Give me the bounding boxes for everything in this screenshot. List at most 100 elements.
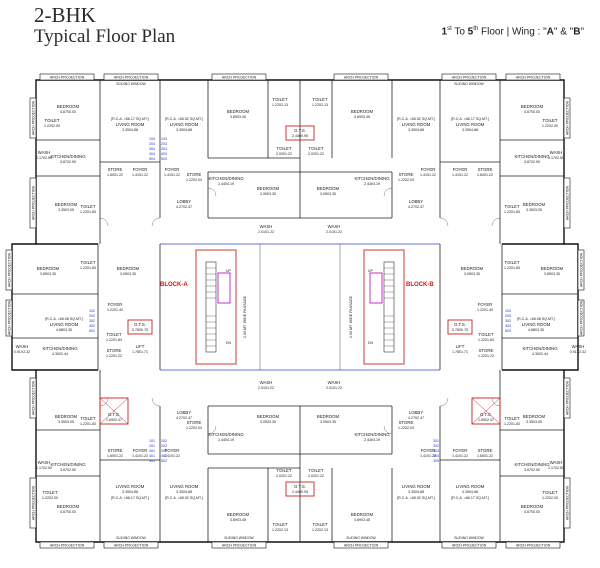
svg-text:402: 402 (161, 454, 167, 458)
svg-text:BEDROOM: BEDROOM (227, 109, 250, 114)
svg-text:KITCHEN/DINING: KITCHEN/DINING (208, 432, 244, 437)
svg-text:3.8702.50: 3.8702.50 (524, 468, 540, 472)
svg-text:TOILET: TOILET (543, 490, 558, 495)
flat-top-right: BEDROOM 3.8700.00 TOILET 1.2202.00 [R.C.… (451, 104, 564, 214)
svg-text:FOYER: FOYER (453, 448, 468, 453)
svg-text:3.8700.00: 3.8700.00 (60, 510, 76, 514)
svg-text:LIVING ROOM: LIVING ROOM (402, 122, 431, 127)
svg-text:TOILET: TOILET (273, 522, 288, 527)
svg-text:LIVING ROOM: LIVING ROOM (170, 484, 199, 489)
svg-text:0.91X2.32: 0.91X2.32 (14, 350, 30, 354)
svg-text:UP: UP (368, 269, 373, 273)
svg-text:0.7800.75: 0.7800.75 (132, 328, 148, 332)
svg-text:2.0101.22: 2.0101.22 (258, 386, 274, 390)
svg-text:304: 304 (433, 454, 439, 458)
svg-text:403: 403 (505, 324, 511, 328)
flat-mid-right: BEDROOM 3.8903.35 TOILET 1.2201.83 BEDRO… (452, 260, 586, 358)
svg-text:3.8702.50: 3.8702.50 (524, 160, 540, 164)
svg-text:STORE: STORE (108, 167, 123, 172)
svg-text:2.4404.19: 2.4404.19 (218, 182, 234, 186)
svg-text:TOILET: TOILET (43, 490, 58, 495)
svg-text:1.2202.03: 1.2202.03 (186, 178, 202, 182)
svg-text:302: 302 (433, 444, 439, 448)
flat-bottom-left: BEDROOM 3.3503.05 TOILET 1.2201.83 O.T.S… (36, 412, 155, 514)
svg-text:1.2201.83: 1.2201.83 (504, 266, 520, 270)
flat-bottom-second: STORE 1.2202.03 FOYER 1.4101.22 LIVING R… (161, 414, 288, 532)
svg-text:BEDROOM: BEDROOM (37, 266, 60, 271)
svg-text:BEDROOM: BEDROOM (55, 414, 78, 419)
svg-text:503: 503 (161, 157, 167, 161)
svg-text:WASH: WASH (260, 380, 273, 385)
svg-text:LIVING ROOM: LIVING ROOM (402, 484, 431, 489)
block-a-label: BLOCK-A (160, 282, 188, 288)
svg-text:1.2202.03: 1.2202.03 (186, 426, 202, 430)
svg-text:3.8903.35: 3.8903.35 (40, 272, 56, 276)
svg-text:WASH: WASH (572, 344, 585, 349)
svg-text:WASH: WASH (550, 460, 563, 465)
svg-text:KITCHEN/DINING: KITCHEN/DINING (514, 462, 550, 467)
svg-text:3.8700.00: 3.8700.00 (60, 110, 76, 114)
svg-text:1.2202.00: 1.2202.00 (542, 124, 558, 128)
svg-text:202: 202 (89, 314, 95, 318)
svg-text:STORE: STORE (187, 420, 202, 425)
block-b-label: BLOCK-B (406, 282, 434, 288)
svg-text:BEDROOM: BEDROOM (257, 186, 280, 191)
svg-text:TOILET: TOILET (479, 332, 494, 337)
svg-text:KITCHEN/DINING: KITCHEN/DINING (354, 432, 390, 437)
svg-text:2.00 MT. WIDE PASSAGE: 2.00 MT. WIDE PASSAGE (349, 295, 353, 338)
svg-text:1.2201.83: 1.2201.83 (80, 210, 96, 214)
svg-text:3.3503.05: 3.3503.05 (58, 420, 74, 424)
page-title: 2-BHK (34, 3, 96, 27)
svg-text:1.4101.22: 1.4101.22 (452, 173, 468, 177)
svg-text:SLIDING WINDOW: SLIDING WINDOW (454, 82, 484, 86)
svg-text:3.3504.88: 3.3504.88 (462, 490, 478, 494)
svg-text:1.2201.22: 1.2201.22 (106, 354, 122, 358)
svg-text:STORE: STORE (478, 167, 493, 172)
svg-text:KITCHEN/DINING: KITCHEN/DINING (50, 462, 86, 467)
floor-wing-info: 1st To 5th Floor | Wing : "A" & "B" (441, 26, 585, 38)
svg-text:1.6902.47: 1.6902.47 (106, 418, 122, 422)
svg-text:3.0503.35: 3.0503.35 (120, 272, 136, 276)
svg-text:2.0201.22: 2.0201.22 (276, 474, 292, 478)
svg-text:ARCH PROJECTION: ARCH PROJECTION (580, 252, 584, 287)
svg-text:502: 502 (161, 459, 167, 463)
svg-text:2.0201.22: 2.0201.22 (276, 152, 292, 156)
svg-text:1.2202.00: 1.2202.00 (42, 496, 58, 500)
svg-text:[R.C.A. =65.52 SQ.MT.]: [R.C.A. =65.52 SQ.MT.] (397, 117, 435, 121)
ots-shafts (99, 125, 501, 497)
svg-text:4.8803.35: 4.8803.35 (56, 328, 72, 332)
svg-text:KITCHEN/DINING: KITCHEN/DINING (522, 346, 558, 351)
svg-text:TOILET: TOILET (309, 146, 324, 151)
svg-text:TOILET: TOILET (277, 468, 292, 473)
svg-text:BEDROOM: BEDROOM (227, 512, 250, 517)
svg-text:DN: DN (368, 341, 373, 345)
svg-text:3.8700.00: 3.8700.00 (524, 510, 540, 514)
svg-text:ARCH PROJECTION: ARCH PROJECTION (50, 544, 85, 548)
svg-text:4.2702.47: 4.2702.47 (408, 416, 424, 420)
svg-text:TOILET: TOILET (313, 522, 328, 527)
svg-text:1.2202.03: 1.2202.03 (398, 178, 414, 182)
shaft-crosses (99, 397, 501, 425)
svg-text:[R.C.A. =65.52 SQ.MT.]: [R.C.A. =65.52 SQ.MT.] (397, 496, 435, 500)
svg-text:BEDROOM: BEDROOM (541, 266, 564, 271)
floor-plan: ARCH PROJECTION ARCH PROJECTION ARCH PRO… (5, 73, 586, 549)
svg-text:303: 303 (505, 319, 511, 323)
bottom-center: O.T.S. 2.4400.95 TOILET 2.0201.22 TOILET… (276, 468, 324, 494)
svg-text:3.3503.05: 3.3503.05 (526, 420, 542, 424)
svg-text:3.8903.45: 3.8903.45 (354, 115, 370, 119)
svg-text:3.8903.45: 3.8903.45 (354, 518, 370, 522)
svg-text:BEDROOM: BEDROOM (521, 104, 544, 109)
svg-text:4.3002.44: 4.3002.44 (52, 352, 68, 356)
svg-text:[R.C.A. =66.08 SQ.MT.]: [R.C.A. =66.08 SQ.MT.] (45, 317, 83, 321)
svg-text:BEDROOM: BEDROOM (57, 504, 80, 509)
svg-text:3.8700.00: 3.8700.00 (524, 110, 540, 114)
svg-text:BEDROOM: BEDROOM (351, 512, 374, 517)
svg-text:103: 103 (505, 309, 511, 313)
svg-text:3.8903.45: 3.8903.45 (230, 115, 246, 119)
svg-text:1.4101.22: 1.4101.22 (420, 454, 436, 458)
core-labels: BLOCK-A BLOCK-B 2.00 MT. WIDE PASSAGE 2.… (160, 269, 434, 345)
svg-text:LOBBY: LOBBY (409, 199, 423, 204)
svg-text:204: 204 (149, 142, 155, 146)
svg-text:DN: DN (226, 341, 231, 345)
svg-text:FOYER: FOYER (133, 167, 148, 172)
